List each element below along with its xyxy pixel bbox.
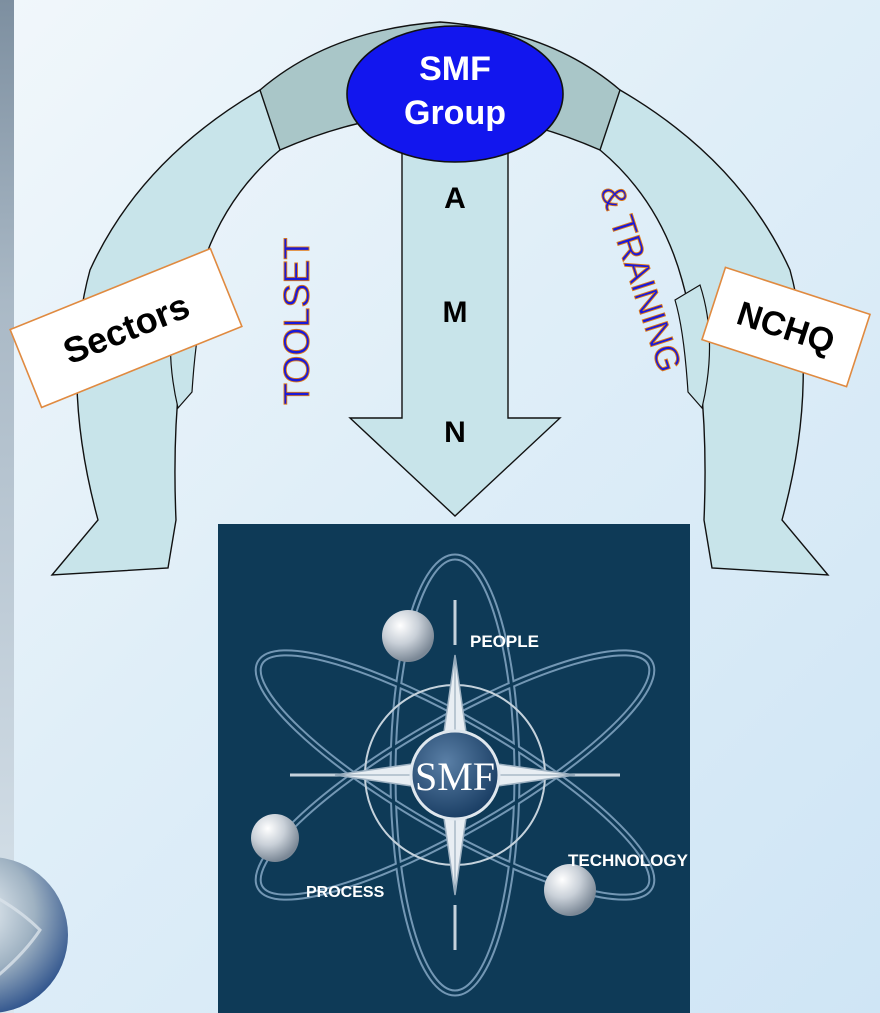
arrow-letter-2: M xyxy=(443,296,468,329)
globe-decoration xyxy=(0,857,68,1013)
technology-sphere xyxy=(544,864,596,916)
smf-emblem: SMF PEOPLE TECHNOLOGY PROCESS xyxy=(218,524,690,1013)
process-label: PROCESS xyxy=(306,884,385,901)
process-sphere xyxy=(251,814,299,862)
emblem-center-text: SMF xyxy=(415,754,495,799)
arrow-letter-3: N xyxy=(444,416,466,449)
smf-group-hub: SMF Group xyxy=(347,26,563,162)
hub-line1: SMF xyxy=(419,50,491,88)
technology-label: TECHNOLOGY xyxy=(568,851,689,870)
people-sphere xyxy=(382,610,434,662)
hub-line2: Group xyxy=(404,94,506,132)
people-label: PEOPLE xyxy=(470,632,539,651)
arrow-letter-1: A xyxy=(444,182,466,215)
toolset-text: TOOLSET xyxy=(276,238,317,405)
